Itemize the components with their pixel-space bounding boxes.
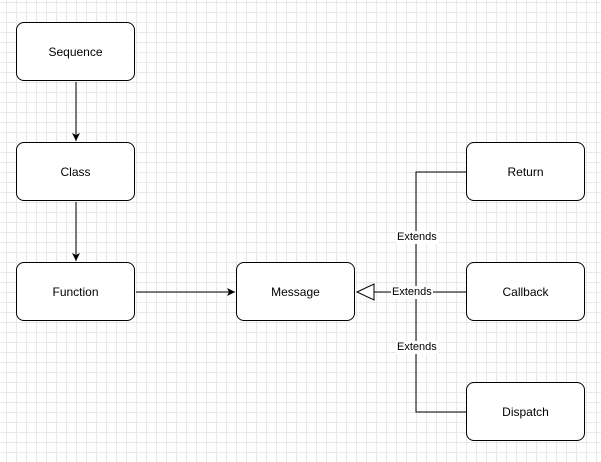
- node-callback[interactable]: Callback: [466, 262, 585, 321]
- node-return[interactable]: Return: [466, 142, 585, 201]
- edge-label-callback-extends: Extends: [391, 286, 433, 299]
- node-sequence-label: Sequence: [48, 44, 103, 59]
- node-callback-label: Callback: [502, 284, 549, 299]
- node-dispatch-label: Dispatch: [502, 404, 549, 419]
- node-message[interactable]: Message: [236, 262, 355, 321]
- node-return-label: Return: [507, 164, 544, 179]
- node-function-label: Function: [52, 284, 99, 299]
- node-dispatch[interactable]: Dispatch: [466, 382, 585, 441]
- edge-label-return-extends: Extends: [396, 231, 438, 244]
- inheritance-arrowhead: [355, 283, 375, 301]
- node-class[interactable]: Class: [16, 142, 135, 201]
- node-class-label: Class: [60, 164, 91, 179]
- edge-label-dispatch-extends: Extends: [396, 341, 438, 354]
- node-function[interactable]: Function: [16, 262, 135, 321]
- node-sequence[interactable]: Sequence: [16, 22, 135, 81]
- node-message-label: Message: [271, 284, 320, 299]
